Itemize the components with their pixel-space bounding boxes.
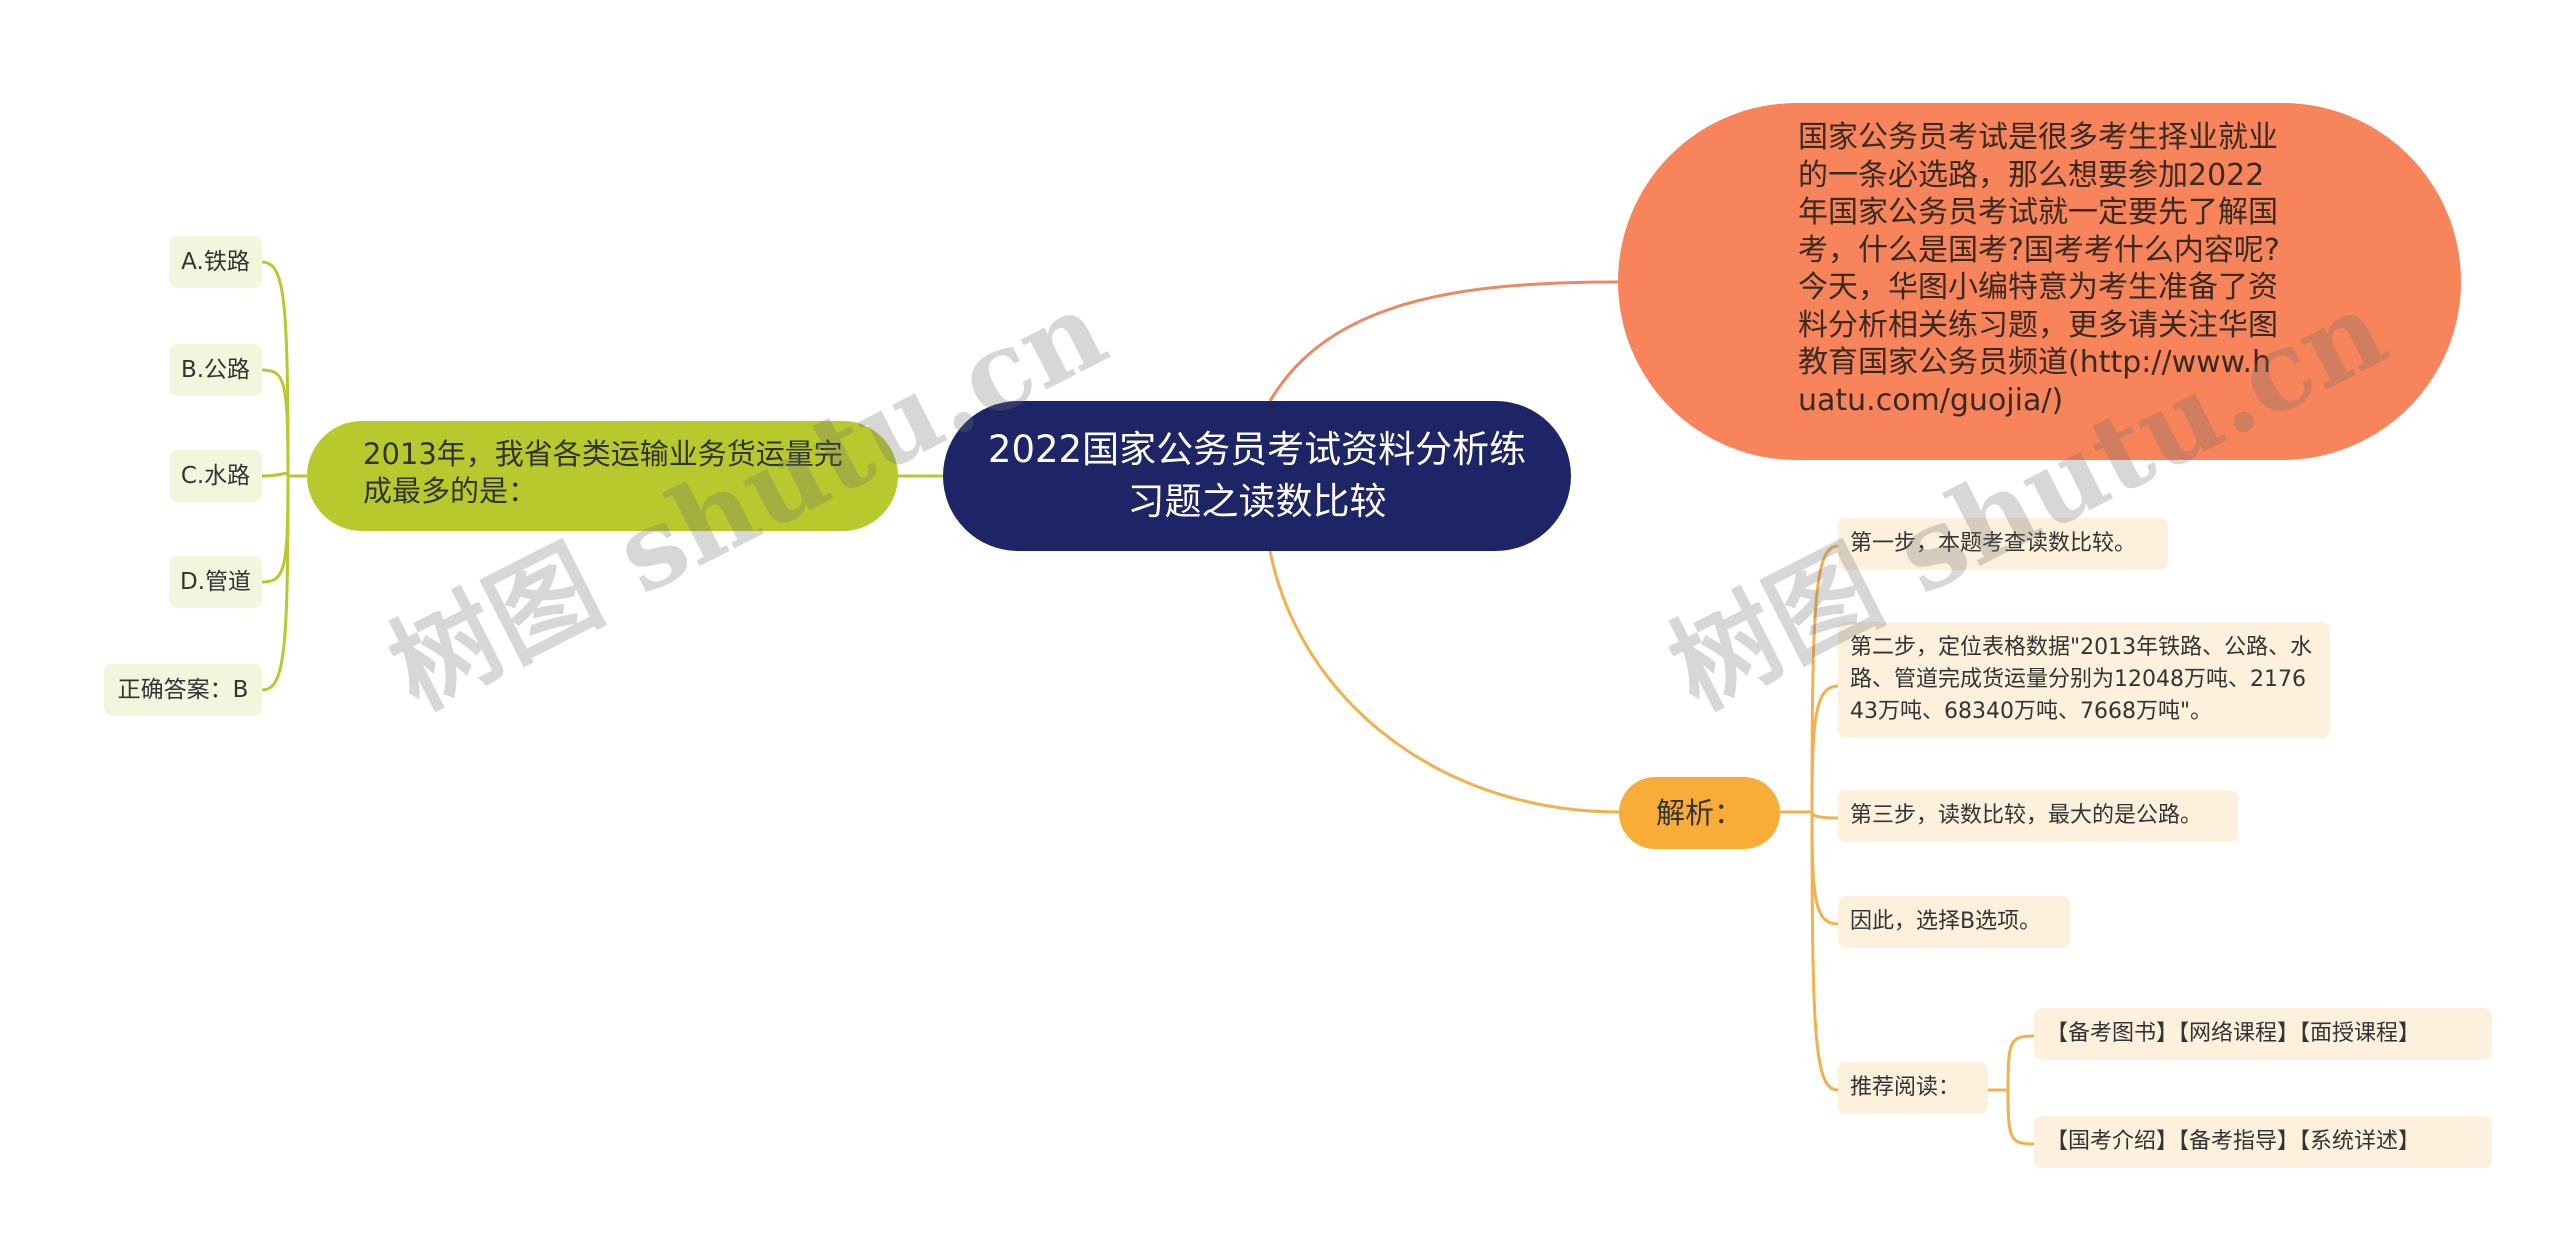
connector-root-intro <box>1268 280 1619 402</box>
option-label: D.管道 <box>179 569 252 595</box>
option-d[interactable]: D.管道 <box>169 556 262 608</box>
question-topic[interactable]: 2013年，我省各类运输业务货运量完成最多的是： <box>307 421 898 531</box>
correct-answer[interactable]: 正确答案：B <box>104 664 262 716</box>
step-text: 因此，选择B选项。 <box>1850 909 2042 934</box>
option-label: B.公路 <box>180 357 251 383</box>
step-3[interactable]: 第三步，读数比较，最大的是公路。 <box>1838 790 2238 842</box>
option-b[interactable]: B.公路 <box>169 344 262 396</box>
question-text: 2013年，我省各类运输业务货运量完成最多的是： <box>363 437 843 508</box>
option-a[interactable]: A.铁路 <box>169 236 262 288</box>
recommend-item-1[interactable]: 【备考图书】【网络课程】【面授课程】 <box>2034 1008 2492 1060</box>
recommend-label: 推荐阅读： <box>1850 1075 1961 1100</box>
recommend-item-2[interactable]: 【国考介绍】【备考指导】【系统详述】 <box>2034 1116 2492 1168</box>
step-text: 第二步，定位表格数据"2013年铁路、公路、水路、管道完成货运量分别为12048… <box>1850 635 2313 724</box>
step-text: 第三步，读数比较，最大的是公路。 <box>1850 803 2203 828</box>
connector-analysis-steps <box>1780 544 1839 1092</box>
root-topic[interactable]: 2022国家公务员考试资料分析练习题之读数比较 <box>943 401 1571 551</box>
answer-label: 正确答案：B <box>117 677 249 703</box>
recommend-topic[interactable]: 推荐阅读： <box>1838 1062 1988 1114</box>
option-c[interactable]: C.水路 <box>169 450 262 502</box>
step-2[interactable]: 第二步，定位表格数据"2013年铁路、公路、水路、管道完成货运量分别为12048… <box>1838 622 2330 738</box>
connector-question-options <box>261 260 307 692</box>
step-4[interactable]: 因此，选择B选项。 <box>1838 896 2070 948</box>
intro-text: 国家公务员考试是很多考生择业就业的一条必选路，那么想要参加2022年国家公务员考… <box>1798 120 2280 418</box>
root-title: 2022国家公务员考试资料分析练习题之读数比较 <box>987 428 1527 523</box>
recommend-item-text: 【国考介绍】【备考指导】【系统详述】 <box>2046 1129 2421 1154</box>
intro-topic[interactable]: 国家公务员考试是很多考生择业就业的一条必选路，那么想要参加2022年国家公务员考… <box>1618 103 2461 460</box>
analysis-topic[interactable]: 解析： <box>1619 777 1780 849</box>
connector-root-analysis <box>1268 550 1620 814</box>
connector-recommend-items <box>1988 1034 2035 1146</box>
option-label: C.水路 <box>180 463 251 489</box>
step-1[interactable]: 第一步，本题考查读数比较。 <box>1838 518 2168 570</box>
option-label: A.铁路 <box>181 249 250 275</box>
recommend-item-text: 【备考图书】【网络课程】【面授课程】 <box>2046 1021 2421 1046</box>
step-text: 第一步，本题考查读数比较。 <box>1850 531 2137 556</box>
analysis-label: 解析： <box>1655 796 1743 830</box>
